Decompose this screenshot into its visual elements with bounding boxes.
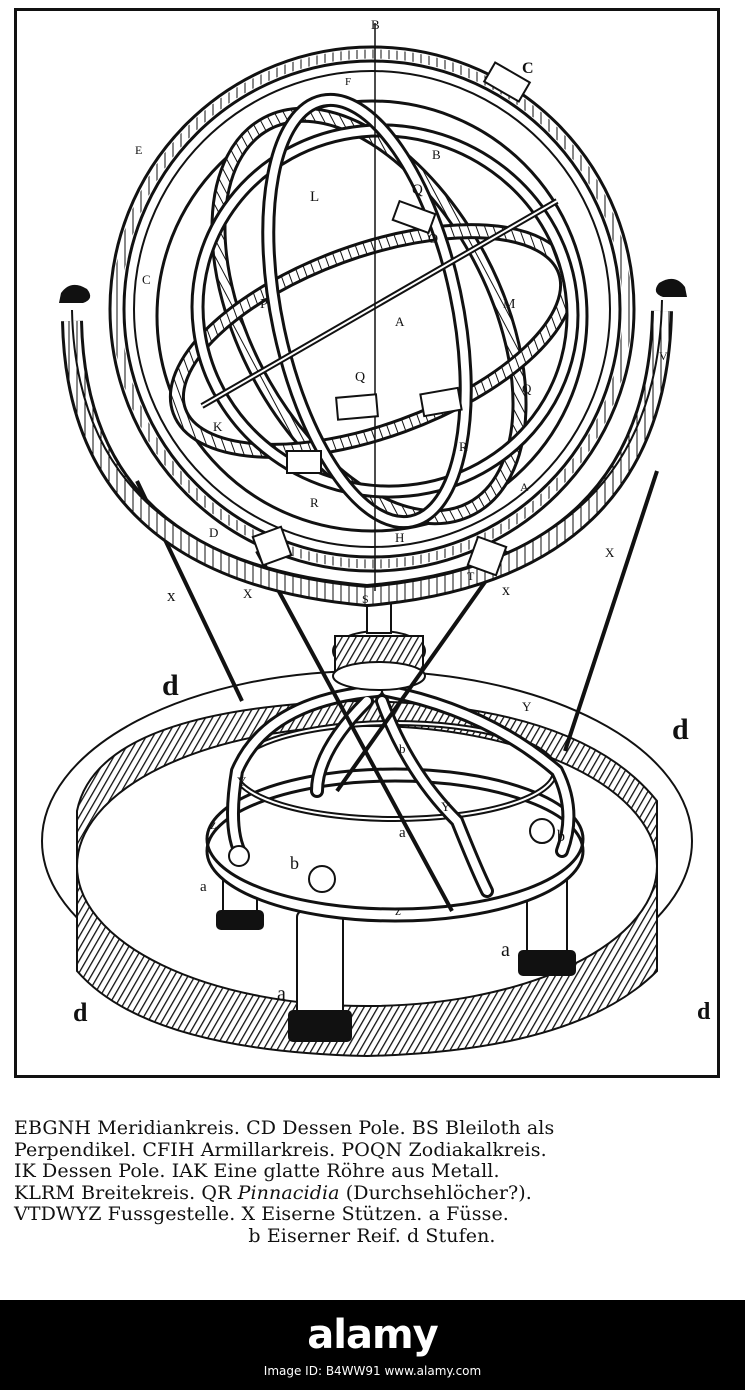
caption-line-6: b Eiserner Reif. d Stufen. xyxy=(248,1224,496,1247)
label-x-right: x xyxy=(502,582,510,599)
label-Y-right: Y xyxy=(522,699,532,714)
label-P: P xyxy=(260,297,268,312)
label-M: M xyxy=(503,297,516,312)
caption-line-4-c: (Durchsehlöcher?). xyxy=(339,1181,532,1204)
label-a-inner: a xyxy=(399,825,406,841)
label-E: E xyxy=(135,143,142,157)
label-Y-center: Y xyxy=(441,799,451,814)
label-Q-upper: Q xyxy=(412,182,423,198)
caption-line-4-italic: Pinnacidia xyxy=(237,1181,340,1204)
watermark-bar xyxy=(0,1300,745,1390)
label-R-right: R xyxy=(459,439,468,454)
label-R-lower: R xyxy=(310,495,319,510)
label-B-top: B xyxy=(371,17,380,32)
watermark-logo: alamy xyxy=(307,1312,438,1358)
meridian-ring xyxy=(108,45,636,573)
iron-braces xyxy=(135,470,659,912)
label-F: F xyxy=(345,76,351,88)
caption-line-4: KLRM Breitekreis. QR Pinnacidia (Durchse… xyxy=(14,1181,730,1205)
label-B-ring: B xyxy=(432,147,441,162)
label-b-right: b xyxy=(557,828,565,845)
label-K: K xyxy=(213,419,223,434)
label-Q-mid: Q xyxy=(355,370,365,385)
label-C-top: C xyxy=(522,60,534,77)
label-z-bottom: z xyxy=(395,903,401,918)
label-z-left: z xyxy=(210,818,216,833)
label-V: V xyxy=(659,349,668,363)
label-x-left: x xyxy=(167,586,176,605)
label-C-left: C xyxy=(142,272,151,287)
label-S: S xyxy=(362,592,369,606)
watermark-meta: Image ID: B4WW91 www.alamy.com xyxy=(263,1364,482,1378)
sight-plates xyxy=(251,61,532,577)
label-L: L xyxy=(310,189,319,205)
cradle-arc xyxy=(61,299,673,608)
label-O: O xyxy=(428,232,438,247)
finials xyxy=(59,278,687,303)
label-Y-left: Y xyxy=(237,774,247,789)
label-b-center: b xyxy=(290,853,299,873)
label-d-topright: d xyxy=(672,713,689,746)
engraving-plate: B C E F B L Q O C P A M Q Q K R A R D H … xyxy=(14,8,720,1078)
label-a-right: a xyxy=(501,939,510,961)
label-b-top: b xyxy=(399,741,406,756)
label-d-bottomleft: d xyxy=(73,998,88,1027)
label-D: D xyxy=(209,525,218,540)
axis-tube xyxy=(200,23,559,591)
caption-line-4-a: KLRM Breitekreis. QR xyxy=(14,1181,238,1204)
caption-line-1: EBGNH Meridiankreis. CD Dessen Pole. BS … xyxy=(14,1117,555,1139)
label-A-center: A xyxy=(395,314,405,329)
figure-labels: B C E F B L Q O C P A M Q Q K R A R D H … xyxy=(73,17,711,1027)
label-d-bottomright: d xyxy=(697,999,711,1025)
label-a-front: a xyxy=(277,983,286,1005)
caption-line-2: Perpendikel. CFIH Armillarkreis. POQN Zo… xyxy=(14,1138,547,1161)
label-H: H xyxy=(395,530,404,545)
label-X-mid: X xyxy=(243,586,253,601)
label-d-topleft: d xyxy=(162,669,179,702)
ring-knobs xyxy=(228,818,555,893)
label-a-left: a xyxy=(200,879,207,895)
label-X-right: X xyxy=(605,545,615,560)
label-A-lower: A xyxy=(520,480,529,494)
armillary-sphere-illustration: B C E F B L Q O C P A M Q Q K R A R D H … xyxy=(41,17,711,1058)
caption: EBGNH Meridiankreis. CD Dessen Pole. BS … xyxy=(14,1117,730,1247)
caption-line-5: VTDWYZ Fussgestelle. X Eiserne Stützen. … xyxy=(14,1203,509,1225)
label-Q-right: Q xyxy=(522,381,532,396)
label-T: T xyxy=(467,569,475,583)
caption-line-3: IK Dessen Pole. IAK Eine glatte Röhre au… xyxy=(14,1160,500,1182)
